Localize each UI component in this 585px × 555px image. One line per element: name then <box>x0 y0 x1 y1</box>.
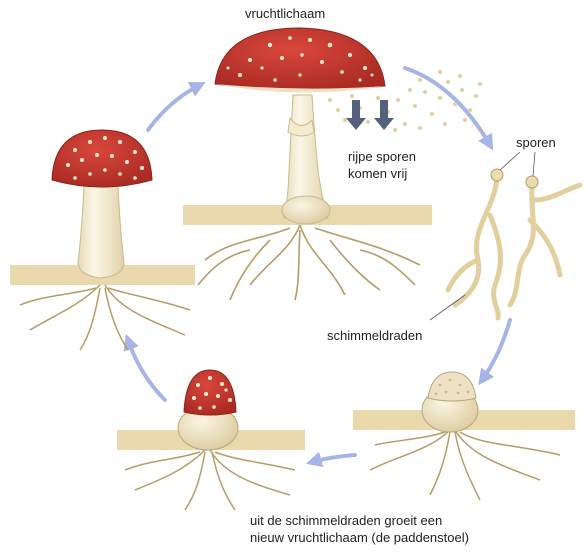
spore-release-arrows <box>346 100 394 130</box>
young-button-left <box>117 370 305 510</box>
bulb-base <box>282 196 330 224</box>
arrow-bottom <box>312 455 355 462</box>
arrow-top-right <box>405 68 490 145</box>
mycelium-roots <box>198 225 420 300</box>
young-button-right <box>353 372 575 500</box>
arrow-right <box>482 320 510 380</box>
label-spores: sporen <box>516 134 556 151</box>
label-spores-released-1: rijpe sporen <box>348 148 416 165</box>
growing-mushroom <box>10 130 195 350</box>
germinating-spores <box>448 178 580 318</box>
arrow-top-left <box>148 85 200 130</box>
label-pointers <box>430 152 535 320</box>
caption-line-2: nieuw vruchtlichaam (de paddenstoel) <box>250 529 469 546</box>
arrow-left <box>128 340 165 400</box>
label-fruiting-body: vruchtlichaam <box>245 5 325 22</box>
label-hyphae: schimmeldraden <box>327 327 422 344</box>
caption-line-1: uit de schimmeldraden groeit een <box>250 512 442 529</box>
label-spores-released-2: komen vrij <box>348 165 407 182</box>
